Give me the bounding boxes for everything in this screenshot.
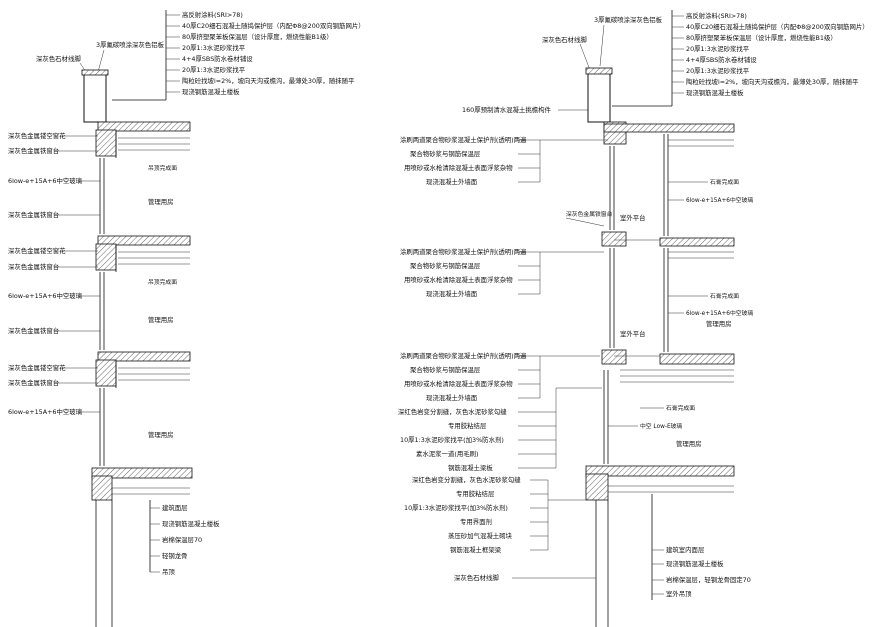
- left-note-1: 高反射涂料(SRI>78): [182, 10, 243, 19]
- right-w1-note-1: 涂刷两道聚合物砂浆混凝土保护剂(透明)两遍: [400, 135, 527, 144]
- right-w2-note-3: 用喷砂或水枪清除混凝土表面浮浆杂物: [404, 275, 513, 284]
- right-label-4: 6low-e+15A+6中空玻璃: [686, 309, 753, 317]
- right-precast-label: 160厚预制清水混凝土挑檐构件: [462, 105, 551, 114]
- left-side-label-6: 深灰色金属铁窗台: [8, 262, 59, 271]
- left-room-office-1: 管理用房: [148, 197, 174, 206]
- right-parapet-stone-label: 深灰色石材线脚: [542, 35, 587, 44]
- right-room-office-2: 管理用房: [676, 439, 702, 448]
- left-parapet-alu-label: 3厚氟碳喷涂深灰色铝板: [96, 40, 165, 49]
- right-lower-note-6: 钢筋混凝土框架梁: [450, 545, 502, 554]
- right-note-5: 4+4厚SBS防水卷材铺设: [686, 55, 757, 64]
- right-note-6: 20厚1:3水泥砂浆找平: [686, 66, 750, 75]
- right-w1-note-3: 用喷砂或水枪清除混凝土表面浮浆杂物: [404, 163, 513, 172]
- left-note-6: 20厚1:3水泥砂浆找平: [182, 65, 246, 74]
- left-side-label-10: 深灰色金属铁窗台: [8, 378, 59, 387]
- left-bottom-notes: 建筑面层 现浇钢筋混凝土楼板 岩棉保温层70 轻钢龙骨 吊顶: [149, 500, 220, 576]
- right-label-1: 石膏完成面: [710, 178, 739, 186]
- right-note-1: 高反射涂料(SRI>78): [686, 11, 747, 20]
- right-w3-note-9: 钢筋混凝土梁板: [448, 463, 493, 472]
- left-side-label-3: 6low-e+15A+6中空玻璃: [8, 176, 83, 185]
- left-parapet-stone-label: 深灰色石材线脚: [36, 54, 81, 63]
- right-lower-notes: 深红色岩变分割缝，灰色水泥砂浆勾缝 专用胶粘结层 10厚1:3水泥砂浆找平(加3…: [404, 475, 596, 582]
- left-note-8: 现浇钢筋混凝土楼板: [182, 87, 240, 96]
- left-note-4: 20厚1:3水泥砂浆找平: [182, 43, 246, 52]
- right-note-8: 现浇钢筋混凝土楼板: [686, 88, 744, 97]
- right-w2-note-2: 聚合物砂浆与钢筋保温层: [410, 261, 481, 270]
- right-wall-group-3: 涂刷两道聚合物砂浆混凝土保护剂(透明)两遍 聚合物砂浆与钢筋保温层 用喷砂或水枪…: [398, 351, 602, 472]
- left-side-label-7: 6low-e+15A+6中空玻璃: [8, 291, 83, 300]
- right-lower-note-1: 深红色岩变分割缝，灰色水泥砂浆勾缝: [412, 475, 521, 484]
- right-section: 高反射涂料(SRI>78) 40厚C20细石混凝土随捣保护层（内配Φ8@200双…: [398, 10, 869, 627]
- left-note-5: 4+4厚SBS防水卷材铺设: [182, 54, 253, 63]
- right-bottom-note-2: 现浇钢筋混凝土楼板: [666, 559, 724, 568]
- right-note-2: 40厚C20细石混凝土随捣保护层（内配Φ8@200双向钢筋网片）: [686, 22, 869, 31]
- left-bottom-note-2: 现浇钢筋混凝土楼板: [162, 519, 220, 528]
- left-side-label-8: 深灰色金属铁窗台: [8, 326, 59, 335]
- left-side-label-9: 深灰色金属镂空窗花: [8, 363, 66, 372]
- left-room-ceiling-2: 吊顶完成面: [148, 278, 177, 286]
- left-top-notes: 高反射涂料(SRI>78) 40厚C20细石混凝土随捣保护层（内配Φ8@200双…: [112, 10, 365, 101]
- left-note-3: 80厚挤塑聚苯板保温层（设计厚度，燃烧性能B1级）: [182, 32, 333, 41]
- right-w1-note-2: 聚合物砂浆与钢筋保温层: [410, 149, 481, 158]
- right-room-terrace-1: 室外平台: [620, 213, 646, 222]
- right-w3-note-5: 深红色岩变分割缝，灰色水泥砂浆勾缝: [398, 407, 507, 416]
- right-w3-note-1: 涂刷两道聚合物砂浆混凝土保护剂(透明)两遍: [400, 351, 527, 360]
- right-lower-note-4: 专用界面剂: [460, 517, 492, 526]
- left-side-label-2: 深灰色金属铁窗台: [8, 146, 59, 155]
- right-wall-group-2: 涂刷两道聚合物砂浆混凝土保护剂(透明)两遍 聚合物砂浆与钢筋保温层 用喷砂或水枪…: [400, 247, 604, 298]
- left-side-label-4: 深灰色金属铁窗台: [8, 210, 59, 219]
- left-side-label-1: 深灰色金属镂空窗花: [8, 131, 66, 140]
- left-bottom-note-4: 轻钢龙骨: [162, 551, 188, 560]
- right-w3-note-3: 用喷砂或水枪清除混凝土表面浮浆杂物: [404, 379, 513, 388]
- right-wall-group-1: 涂刷两道聚合物砂浆混凝土保护剂(透明)两遍 聚合物砂浆与钢筋保温层 用喷砂或水枪…: [400, 135, 608, 186]
- right-facade: [585, 67, 735, 627]
- left-side-labels: 深灰色金属镂空窗花 深灰色金属铁窗台 6low-e+15A+6中空玻璃 深灰色金…: [8, 131, 100, 416]
- left-bottom-note-3: 岩棉保温层70: [162, 535, 202, 544]
- right-note-7: 陶粒砼找坡i=2%，坡向天沟或檐沟，最薄处30厚，随抹随平: [686, 77, 859, 86]
- right-w2-note-1: 涂刷两道聚合物砂浆混凝土保护剂(透明)两遍: [400, 247, 527, 256]
- right-lower-note-5: 蒸压砂加气混凝土砌块: [448, 531, 513, 540]
- left-side-label-5: 深灰色金属镂空窗花: [8, 246, 66, 255]
- left-side-label-11: 6low-e+15A+6中空玻璃: [8, 407, 83, 416]
- left-room-office-2: 管理用房: [148, 315, 174, 324]
- right-bottom-note-4: 室外吊顶: [666, 589, 692, 598]
- right-lower-note-2: 专用胶粘结层: [456, 489, 495, 498]
- right-lower-note-7: 深灰色石材线脚: [454, 573, 499, 582]
- left-note-7: 陶粒砼找坡i=2%，坡向天沟或檐沟，最薄处30厚，随抹随平: [182, 76, 355, 85]
- right-label-5: 石膏完成面: [666, 404, 695, 412]
- right-label-6: 中空 Low-E玻璃: [640, 422, 682, 430]
- left-bottom-note-5: 吊顶: [162, 568, 175, 576]
- right-label-3: 石膏完成面: [710, 292, 739, 300]
- left-note-2: 40厚C20细石混凝土随捣保护层（内配Φ8@200双向钢筋网片）: [182, 21, 365, 30]
- right-label-2: 6low-e+15A+6中空玻璃: [686, 196, 753, 204]
- right-mid-sill-label: 深灰色金属铁窗台: [566, 210, 613, 218]
- right-bottom-notes: 建筑室内面层 现浇钢筋混凝土楼板 岩棉保温层，轻钢龙骨固定70 室外吊顶: [651, 494, 751, 600]
- right-room-terrace-2: 室外平台: [620, 329, 646, 338]
- right-w3-note-2: 聚合物砂浆与钢筋保温层: [410, 365, 481, 374]
- right-w2-note-4: 现浇混凝土外墙面: [426, 289, 478, 298]
- left-room-office-3: 管理用房: [148, 430, 174, 439]
- left-section: 高反射涂料(SRI>78) 40厚C20细石混凝土随捣保护层（内配Φ8@200双…: [8, 10, 365, 627]
- right-parapet-alu-label: 3厚氟碳喷涂深灰色铝板: [594, 15, 663, 24]
- right-w3-note-7: 10厚1:3水泥砂浆找平(加3%防水剂): [400, 435, 504, 444]
- right-side-labels: 石膏完成面 6low-e+15A+6中空玻璃 石膏完成面 6low-e+15A+…: [608, 178, 753, 430]
- left-bottom-note-1: 建筑面层: [162, 503, 188, 512]
- right-w3-note-6: 专用胶粘结层: [448, 421, 487, 430]
- right-room-office-1: 管理用房: [706, 319, 732, 328]
- left-facade: [81, 69, 193, 627]
- right-w3-note-8: 素水泥浆一道(用毛刷): [416, 449, 479, 458]
- right-note-4: 20厚1:3水泥砂浆找平: [686, 44, 750, 53]
- right-note-3: 80厚挤塑聚苯板保温层（设计厚度，燃烧性能B1级）: [686, 33, 837, 42]
- left-room-ceiling-1: 吊顶完成面: [148, 164, 177, 172]
- right-lower-note-3: 10厚1:3水泥砂浆找平(加3%防水剂): [404, 503, 508, 512]
- right-bottom-note-1: 建筑室内面层: [666, 545, 705, 554]
- right-top-notes: 高反射涂料(SRI>78) 40厚C20细石混凝土随捣保护层（内配Φ8@200双…: [612, 10, 869, 107]
- right-w1-note-4: 现浇混凝土外墙面: [426, 177, 478, 186]
- right-w3-note-4: 现浇混凝土外墙面: [426, 393, 478, 402]
- right-bottom-note-3: 岩棉保温层，轻钢龙骨固定70: [666, 575, 751, 584]
